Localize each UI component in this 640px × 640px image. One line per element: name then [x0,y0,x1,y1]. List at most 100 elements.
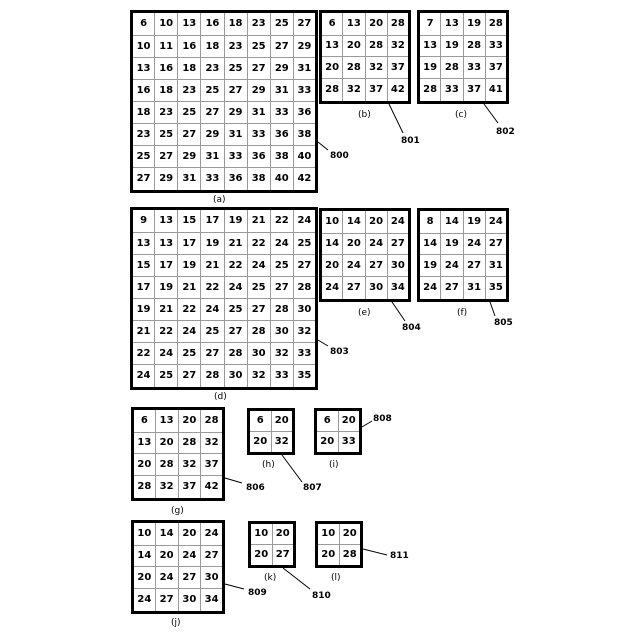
grid-cell: 30 [293,299,316,321]
grid-cell: 19 [463,12,485,36]
grid-cell: 27 [178,567,201,589]
grid-cell: 31 [201,146,224,168]
grid-cell: 20 [343,233,365,255]
grid-cell: 28 [463,35,485,57]
grid-cell: 8 [419,210,441,234]
grid-cell: 27 [247,58,270,80]
grid-cell: 38 [270,146,293,168]
grid-cell: 40 [270,168,293,192]
grid-cell: 24 [178,321,201,343]
grid-cell: 25 [247,277,270,299]
grid-cell: 13 [441,12,463,36]
ref-802: 802 [496,127,515,137]
grid-cell: 22 [155,321,178,343]
grid-row: 10142024 [133,522,224,546]
grid-cell: 17 [201,209,224,233]
grid-cell: 19 [201,233,224,255]
grid-cell: 20 [249,432,272,454]
caption-h: (h) [262,460,275,470]
grid-cell: 20 [339,523,362,545]
grid-cell: 13 [132,233,155,255]
leader-803 [318,340,328,346]
caption-b: (b) [358,110,371,120]
grid-cell: 20 [250,545,273,567]
grid-cell: 32 [247,365,270,389]
grid-cell: 27 [293,12,316,36]
grid-cell: 10 [317,523,340,545]
grid-c: 7131928131928331928333728333741 [417,10,509,104]
grid-row: 2527293133363840 [132,146,317,168]
grid-cell: 7 [419,12,441,36]
grid-cell: 31 [247,102,270,124]
grid-cell: 27 [247,299,270,321]
ref-811: 811 [390,551,409,561]
grid-row: 28333741 [419,79,508,103]
leader-806 [225,478,242,483]
grid-cell: 25 [155,124,178,146]
grid-cell: 29 [293,36,316,58]
grid-row: 1316182325272931 [132,58,317,80]
grid-cell: 27 [224,80,247,102]
grid-row: 14202427 [133,545,224,567]
grid-cell: 41 [485,79,507,103]
grid-cell: 25 [155,365,178,389]
grid-cell: 37 [387,57,409,79]
grid-cell: 25 [293,233,316,255]
grid-cell: 20 [271,410,294,432]
grid-row: 1517192122242527 [132,255,317,277]
grid-cell: 32 [270,343,293,365]
grid-cell: 10 [321,210,343,234]
grid-cell: 27 [155,589,178,613]
grid-cell: 36 [224,168,247,192]
grid-cell: 29 [155,168,178,192]
grid-cell: 27 [485,233,507,255]
grid-cell: 24 [293,209,316,233]
grid-cell: 24 [321,277,343,301]
grid-a: 6101316182325271011161823252729131618232… [130,10,318,193]
grid-cell: 28 [155,454,178,476]
grid-cell: 24 [463,233,485,255]
grid-cell: 16 [178,36,201,58]
grid-row: 1020 [317,523,362,545]
grid-cell: 28 [201,365,224,389]
grid-cell: 27 [270,277,293,299]
grid-cell: 27 [441,277,463,301]
grid-cell: 28 [485,12,507,36]
grid-row: 20283237 [133,454,224,476]
grid-cell: 21 [178,277,201,299]
grid-cell: 28 [201,409,224,433]
grid-cell: 28 [365,35,387,57]
grid-cell: 27 [365,255,387,277]
grid-cell: 14 [441,210,463,234]
caption-l: (l) [331,573,341,583]
grid-row: 2032 [249,432,294,454]
grid-cell: 36 [247,146,270,168]
grid-cell: 31 [293,58,316,80]
grid-cell: 17 [178,233,201,255]
grid-row: 1921222425272830 [132,299,317,321]
grid-row: 13202832 [321,35,410,57]
grid-cell: 16 [155,58,178,80]
caption-a: (a) [213,195,226,205]
grid-cell: 9 [132,209,155,233]
grid-cell: 14 [155,522,178,546]
grid-cell: 24 [155,567,178,589]
grid-cell: 19 [441,35,463,57]
grid-cell: 22 [247,233,270,255]
grid-row: 620 [249,410,294,432]
grid-row: 20242730 [133,567,224,589]
grid-cell: 24 [387,210,409,234]
grid-row: 610131618232527 [132,12,317,36]
grid-l: 10202028 [315,521,363,568]
ref-801: 801 [401,136,420,146]
grid-row: 14192427 [419,233,508,255]
grid-cell: 31 [270,80,293,102]
grid-cell: 29 [270,58,293,80]
grid-cell: 28 [270,299,293,321]
ref-809: 809 [248,588,267,598]
grid-cell: 33 [463,57,485,79]
grid-cell: 30 [178,589,201,613]
leader-800 [318,142,328,150]
grid-cell: 17 [155,255,178,277]
grid-cell: 25 [224,299,247,321]
